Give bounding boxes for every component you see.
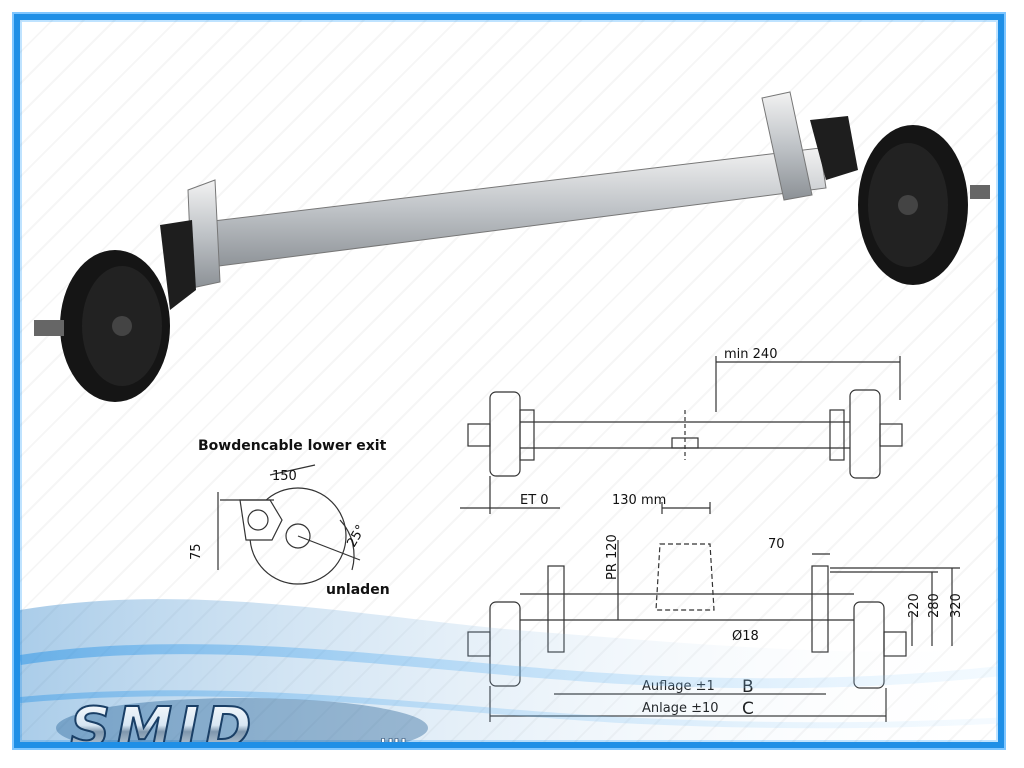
dim-et-0: ET 0 bbox=[520, 493, 549, 508]
tv-left-wheel bbox=[489, 391, 521, 477]
tv-left-hub bbox=[467, 423, 491, 447]
blue-swoosh bbox=[20, 599, 998, 742]
bowden-detail bbox=[217, 464, 361, 585]
dim-diameter-18: Ø18 bbox=[732, 629, 759, 644]
logo-suffix: .HU bbox=[374, 735, 406, 748]
dim-320: 320 bbox=[949, 593, 964, 618]
dim-220: 220 bbox=[907, 593, 922, 618]
tv-right-hub bbox=[879, 423, 903, 447]
axle-diagram: Bowdencable lower exit unladen 150 75 25… bbox=[20, 91, 998, 742]
dim-pr-120: PR 120 bbox=[605, 534, 620, 580]
top-view-drawing bbox=[460, 356, 903, 514]
dim-min-240: min 240 bbox=[724, 347, 777, 362]
left-swing-arm bbox=[160, 220, 196, 310]
dim-130mm: 130 mm bbox=[612, 493, 666, 508]
dim-75: 75 bbox=[189, 543, 204, 560]
bv-frame-profile bbox=[655, 543, 715, 611]
unladen-label: unladen bbox=[326, 582, 390, 598]
right-hub-bolt bbox=[970, 185, 990, 199]
axle-beam bbox=[179, 147, 827, 271]
logo-text: SMID bbox=[70, 696, 257, 748]
smid-logo-mark: SMID .HU bbox=[56, 695, 428, 748]
right-swing-arm bbox=[810, 116, 858, 180]
smid-logo: SMID .HU bbox=[52, 692, 462, 748]
image-frame: Bowdencable lower exit unladen 150 75 25… bbox=[14, 14, 1004, 748]
tv-right-wheel bbox=[849, 389, 881, 479]
dim-angle-25: 25° bbox=[344, 523, 369, 550]
bv-right-bracket bbox=[811, 565, 829, 653]
dim-70: 70 bbox=[768, 537, 785, 552]
axle-photo bbox=[34, 91, 990, 402]
dim-280: 280 bbox=[927, 593, 942, 618]
bowden-label: Bowdencable lower exit bbox=[198, 438, 387, 454]
dim-150: 150 bbox=[272, 469, 297, 484]
right-mount-bracket bbox=[761, 91, 813, 201]
left-hub-bolt bbox=[34, 320, 64, 336]
